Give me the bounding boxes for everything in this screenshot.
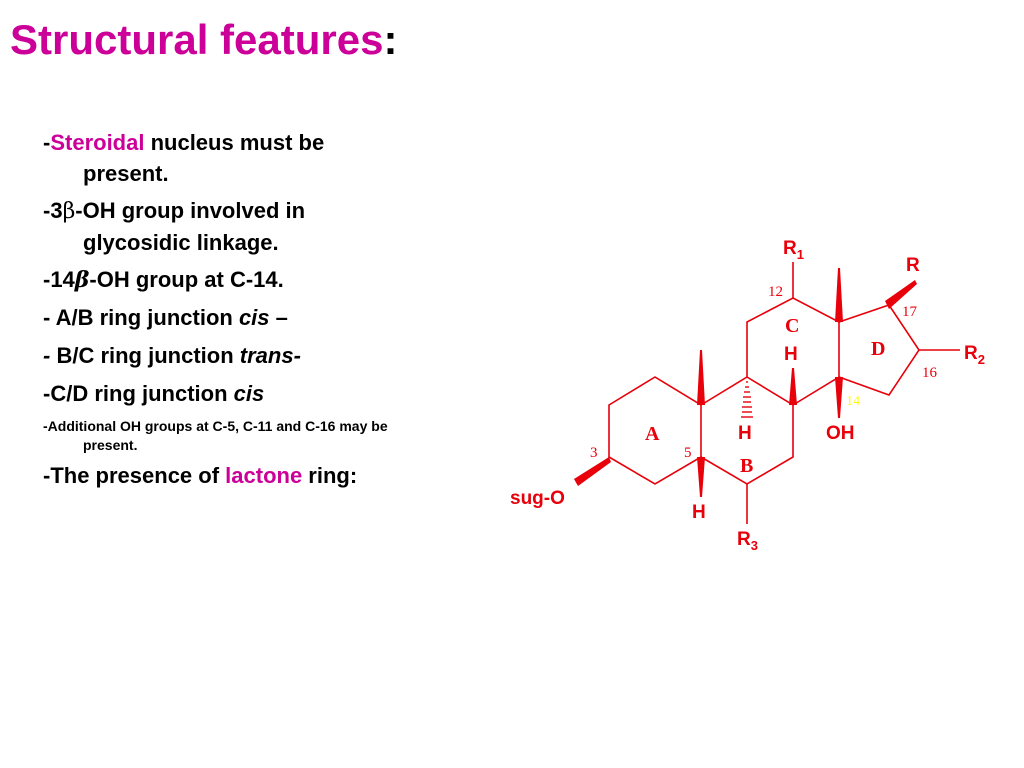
label-h-c8: H: [784, 344, 798, 365]
wedge-c3-sug: [574, 457, 611, 486]
bullet-prefix: -14: [43, 267, 75, 292]
label-h-c5: H: [692, 502, 706, 523]
label-h-c9: H: [738, 423, 752, 444]
bullet-text: -OH group involved in: [75, 198, 306, 223]
wedge-c8-h: [789, 368, 797, 405]
ring-bonds: [608, 262, 960, 524]
wedge-c10-methyl: [697, 350, 705, 405]
bullet-ab-junction: - A/B ring junction cis –: [43, 301, 483, 335]
ring-c-bonds: [746, 297, 840, 406]
term-steroidal: Steroidal: [50, 130, 145, 155]
position-16: 16: [922, 365, 938, 381]
beta-symbol: β: [74, 267, 90, 293]
term-cis: cis: [238, 305, 270, 330]
bullet-steroidal-nucleus: -Steroidal nucleus must be present.: [43, 126, 483, 190]
bullet-14beta-oh: -14β-OH group at C-14.: [43, 263, 483, 297]
position-12: 12: [768, 284, 783, 300]
wedge-c17-r: [885, 280, 917, 309]
bullet-list: -Steroidal nucleus must be present. -3β-…: [43, 126, 483, 493]
bullet-text: -OH group at C-14.: [89, 267, 284, 292]
bullet-3beta-oh: -3β-OH group involved in glycosidic link…: [43, 194, 483, 259]
wedge-bonds: [574, 268, 917, 497]
position-14: 14: [846, 394, 860, 409]
hashed-bond-c9-h: [741, 381, 753, 418]
label-r1: R1: [783, 238, 804, 262]
slide-title: Structural features:: [10, 10, 397, 70]
position-5: 5: [684, 445, 692, 461]
bullet-prefix: -3: [43, 198, 63, 223]
bullet-continuation: glycosidic linkage.: [83, 230, 279, 255]
wedge-c14-oh: [835, 377, 843, 418]
beta-symbol: β: [62, 199, 76, 224]
label-oh-c14: OH: [826, 423, 855, 444]
bullet-suffix: ring:: [302, 463, 358, 488]
ring-label-c: C: [785, 315, 799, 337]
ring-label-a: A: [645, 423, 660, 445]
bullet-dash: -: [43, 130, 51, 155]
bullet-bc-junction: - B/C ring junction trans-: [43, 339, 483, 373]
title-text: Structural features: [10, 16, 384, 63]
label-r2: R2: [964, 343, 985, 367]
bullet-lactone-ring: -The presence of lactone ring:: [43, 459, 483, 493]
wedge-c13-methyl: [835, 268, 843, 322]
ring-label-b: B: [740, 455, 753, 477]
bullet-suffix: -: [293, 343, 301, 368]
bullet-text: -Additional OH groups at C-5, C-11 and C…: [43, 418, 388, 434]
label-sug-o: sug-O: [510, 488, 565, 509]
bullet-text: B/C ring junction: [50, 343, 240, 368]
title-colon: :: [383, 16, 398, 63]
bullet-dash: -: [43, 343, 51, 368]
bullet-continuation: present.: [83, 161, 169, 186]
bullet-text: -C/D ring junction: [43, 381, 234, 406]
bullet-continuation: present.: [83, 437, 138, 453]
term-lactone: lactone: [225, 463, 303, 488]
steroid-structure-diagram: R1 R R2 R3 sug-O H H H OH A B C D 3 5 12…: [510, 238, 985, 553]
bullet-suffix: –: [269, 305, 288, 330]
bullet-cd-junction: -C/D ring junction cis: [43, 377, 483, 411]
term-cis: cis: [233, 381, 265, 406]
position-17: 17: [902, 304, 918, 320]
ring-label-d: D: [871, 338, 885, 360]
bullet-text: nucleus must be: [144, 130, 325, 155]
position-3: 3: [590, 445, 598, 461]
bullet-text: - A/B ring junction: [43, 305, 239, 330]
label-r3: R3: [737, 529, 758, 553]
ring-b-bonds: [700, 376, 794, 485]
label-r: R: [906, 255, 920, 276]
wedge-c5-h: [697, 457, 705, 497]
bullet-text: -The presence of: [43, 463, 226, 488]
term-trans: trans: [239, 343, 294, 368]
bullet-additional-oh: -Additional OH groups at C-5, C-11 and C…: [43, 415, 483, 455]
